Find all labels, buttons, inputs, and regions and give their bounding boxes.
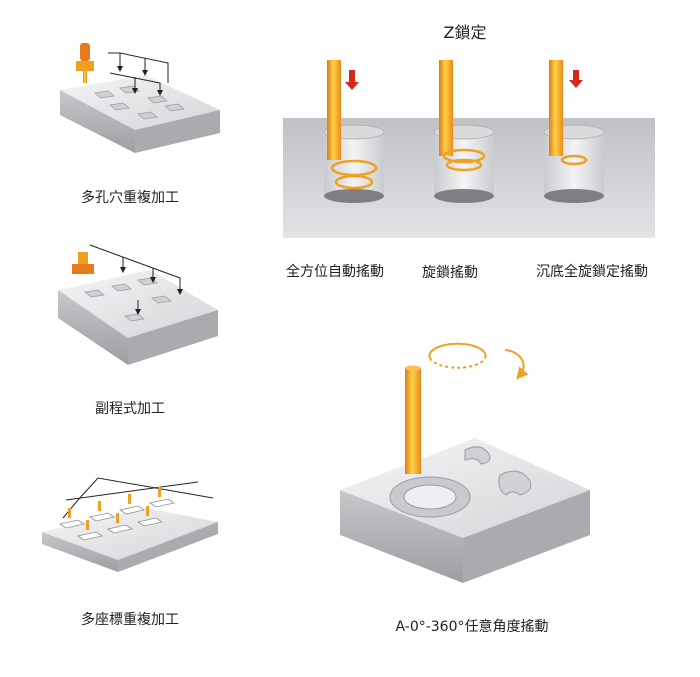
mode-spin-lock-caption: 旋鎖搖動 bbox=[422, 265, 478, 281]
rotation-arrows bbox=[428, 342, 529, 380]
block-front bbox=[60, 90, 135, 153]
multi-coordinate-illustration bbox=[38, 470, 223, 580]
multi-hole-illustration bbox=[50, 35, 225, 155]
block-front bbox=[340, 490, 463, 583]
arc-slots bbox=[464, 446, 532, 496]
tool-path-lines bbox=[89, 244, 183, 315]
z-lock-title: Z鎖定 bbox=[443, 23, 487, 42]
hole-spin-lock bbox=[433, 60, 495, 203]
tool-bit bbox=[405, 365, 421, 474]
subprogram-caption: 副程式加工 bbox=[95, 401, 165, 417]
mode-bottom-lock-caption: 沉底全旋鎖定搖動 bbox=[536, 264, 648, 280]
pocket-holes bbox=[94, 85, 185, 120]
table-side bbox=[118, 522, 218, 572]
z-lock-illustration bbox=[283, 60, 655, 240]
angle-swing-caption: A-0°-360°任意角度搖動 bbox=[395, 619, 549, 635]
subprogram-illustration bbox=[50, 240, 225, 370]
spindle-icon bbox=[76, 43, 94, 83]
multi-hole-caption: 多孔穴重複加工 bbox=[81, 190, 179, 206]
block-side bbox=[135, 110, 220, 153]
multi-coordinate-caption: 多座標重複加工 bbox=[81, 612, 179, 628]
fixture-row bbox=[58, 498, 176, 541]
tool-path-lines bbox=[108, 52, 169, 96]
block-top bbox=[60, 75, 220, 130]
angle-swing-illustration bbox=[335, 330, 600, 585]
block-side bbox=[463, 490, 590, 583]
block-side bbox=[128, 310, 218, 365]
hole-full-orbit bbox=[323, 60, 385, 203]
table-top bbox=[42, 508, 218, 560]
mode-full-orbit-caption: 全方位自動搖動 bbox=[286, 264, 384, 280]
block-front bbox=[58, 290, 128, 365]
spindle-icon bbox=[72, 252, 94, 274]
spindle-icons bbox=[68, 487, 161, 530]
circular-pocket bbox=[389, 476, 471, 518]
hole-bottom-lock bbox=[543, 60, 605, 203]
table-front bbox=[42, 532, 118, 572]
